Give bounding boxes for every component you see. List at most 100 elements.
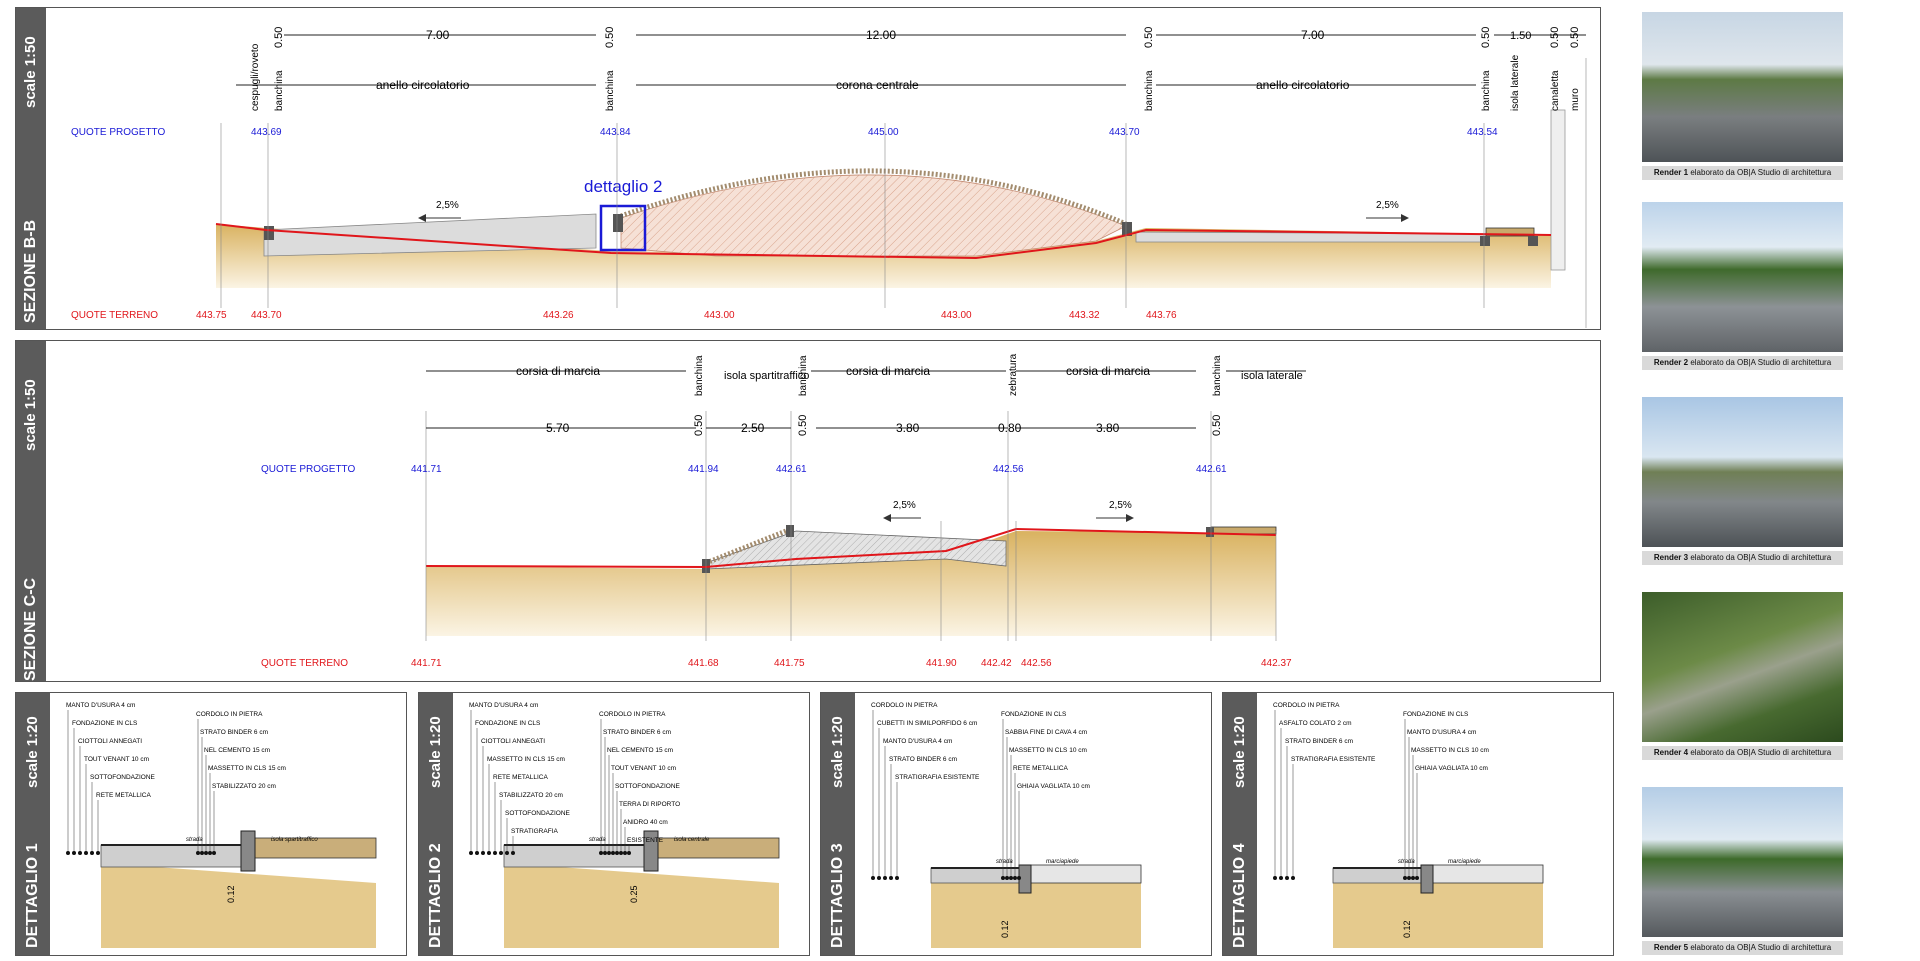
- detail-4-sidebar: [1223, 693, 1257, 955]
- detail-2-kerb: [643, 830, 659, 872]
- detail-1-kerb: [240, 830, 256, 872]
- detail-1-leader-dot-8: [90, 851, 94, 855]
- bb-dim-7: 1.50: [1510, 30, 1531, 42]
- cc-dim-7: 0.50: [1211, 415, 1223, 436]
- detail-1-label-1: CORDOLO IN PIETRA: [196, 711, 263, 718]
- cc-slope-arrow-right-head: [1126, 514, 1134, 522]
- render-5-image: [1642, 787, 1843, 937]
- bb-qp-1: 443.84: [600, 127, 631, 138]
- detail-1-label-2: FONDAZIONE IN CLS: [72, 720, 138, 727]
- detail-4-label-2: ASFALTO COLATO 2 cm: [1279, 720, 1351, 727]
- detail-2-dim: 0.25: [629, 885, 639, 903]
- section-cc-panel: scale 1:50 SEZIONE C-C 2,5% 2,5%: [15, 340, 1601, 682]
- cc-dim-3: 0.50: [797, 415, 809, 436]
- detail-2-leader-dot-9: [615, 851, 619, 855]
- detail-2-label-6: MASSETTO IN CLS 15 cm: [487, 756, 565, 763]
- detail-4-tag-1: marciapiede: [1448, 859, 1481, 865]
- bb-slope-arrow-left-head: [418, 214, 426, 222]
- render-1: Render 1 elaborato da OB|A Studio di arc…: [1642, 12, 1843, 180]
- bb-zone-4: corona centrale: [836, 78, 919, 92]
- detail-3-label-0: CORDOLO IN PIETRA: [871, 702, 938, 709]
- bb-dim-4: 0.50: [1143, 27, 1155, 48]
- cc-kerb-3: [1206, 527, 1214, 537]
- bb-central-crown: [620, 174, 1127, 257]
- detail-2-leader-dot-11: [619, 851, 623, 855]
- detail-2-tag-1: isola centrale: [674, 837, 710, 843]
- render-5-caption: Render 5 elaborato da OB|A Studio di arc…: [1642, 941, 1843, 955]
- bb-qt-6: 443.76: [1146, 310, 1177, 321]
- cc-island-top: [705, 526, 792, 566]
- detail-3-leader-dot-3: [1005, 876, 1009, 880]
- detail-1-leader-dot-1: [196, 851, 200, 855]
- bb-zone-6: anello circolatorio: [1256, 78, 1350, 92]
- render-1-caption: Render 1 elaborato da OB|A Studio di arc…: [1642, 166, 1843, 180]
- detail-4-leader-dot-7: [1415, 876, 1419, 880]
- detail-4-soil: [1333, 883, 1543, 948]
- detail-4-dim: 0.12: [1402, 920, 1412, 938]
- cc-dim-5: 0.80: [998, 421, 1022, 435]
- detail-1-label-7: MASSETTO IN CLS 15 cm: [208, 765, 286, 772]
- render-4-caption: Render 4 elaborato da OB|A Studio di arc…: [1642, 746, 1843, 760]
- detail-2-leader-dot-4: [481, 851, 485, 855]
- detail-2-label-4: CIOTTOLI ANNEGATI: [481, 738, 545, 745]
- detail-1-label-6: TOUT VENANT 10 cm: [84, 756, 149, 763]
- bb-quote-progetto-label: QUOTE PROGETTO: [71, 127, 165, 138]
- cc-qp-1: 441.94: [688, 464, 719, 475]
- detail-1-label-9: STABILIZZATO 20 cm: [212, 783, 276, 790]
- bb-quote-progetto-values: 443.69 443.84 445.00 443.70 443.54: [251, 127, 1498, 138]
- render-3-caption: Render 3 elaborato da OB|A Studio di arc…: [1642, 551, 1843, 565]
- bb-right-island: [1485, 227, 1535, 237]
- detail-2-leader-dot-3: [603, 851, 607, 855]
- cc-qt-2: 441.75: [774, 658, 805, 669]
- cc-quote-terreno-values: 441.71 441.68 441.75 441.90 442.42 442.5…: [411, 658, 1292, 669]
- bb-slope-right: 2,5%: [1376, 200, 1399, 211]
- detail-1-leader-dot-6: [84, 851, 88, 855]
- cc-zone-7: banchina: [1212, 355, 1223, 396]
- detail-1-leader-dot-5: [204, 851, 208, 855]
- detail-2-label-15: ESISTENTE: [627, 837, 664, 844]
- render-5: Render 5 elaborato da OB|A Studio di arc…: [1642, 787, 1843, 955]
- detail-2-leader-dot-1: [599, 851, 603, 855]
- detail-2-leader-dot-10: [499, 851, 503, 855]
- detail-3-leader-dot-9: [1017, 876, 1021, 880]
- section-cc-drawing: 2,5% 2,5% corsia di marcia banchina isol…: [261, 353, 1306, 669]
- render-2: Render 2 elaborato da OB|A Studio di arc…: [1642, 202, 1843, 370]
- detail-4-label-4: STRATO BINDER 6 cm: [1285, 738, 1353, 745]
- detail-3-road-layers: [930, 867, 1022, 884]
- detail-2-label-10: STABILIZZATO 20 cm: [499, 792, 563, 799]
- render-1-image: [1642, 12, 1843, 162]
- bb-kerb-2: [613, 214, 623, 232]
- detail-3-tag-0: strada: [996, 859, 1013, 865]
- detail-3-leader-dot-6: [889, 876, 893, 880]
- detail-3-tag-1: marciapiede: [1046, 859, 1079, 865]
- detail-1-leader-dot-4: [78, 851, 82, 855]
- detail-3-sidebar: [821, 693, 855, 955]
- detail-3-leader-dot-7: [1013, 876, 1017, 880]
- detail-3-leader-dot-5: [1009, 876, 1013, 880]
- section-cc-sidebar: [16, 341, 46, 681]
- bb-dim-lines: [236, 34, 1586, 86]
- cc-zone-2a: isola spartitraffico: [724, 370, 809, 382]
- detail-4-label-7: GHIAIA VAGLIATA 10 cm: [1415, 765, 1488, 772]
- detail-1-tag-1: isola spartitraffico: [271, 837, 318, 843]
- bb-qt-5: 443.32: [1069, 310, 1100, 321]
- render-3: Render 3 elaborato da OB|A Studio di arc…: [1642, 397, 1843, 565]
- detail-3-label-8: STRATIGRAFIA ESISTENTE: [895, 774, 980, 781]
- detail-4-leader-dot-6: [1291, 876, 1295, 880]
- detail-1-leader-dot-7: [208, 851, 212, 855]
- detail-3-label-5: MASSETTO IN CLS 10 cm: [1009, 747, 1087, 754]
- bb-qp-3: 443.70: [1109, 127, 1140, 138]
- bb-zone-0: cespugli/roveto: [250, 43, 261, 111]
- cc-qp-3: 442.56: [993, 464, 1024, 475]
- cc-zone-4: corsia di marcia: [846, 364, 930, 378]
- detail-4-label-0: CORDOLO IN PIETRA: [1273, 702, 1340, 709]
- detail-4-leader-dot-4: [1285, 876, 1289, 880]
- detail-1-label-4: CIOTTOLI ANNEGATI: [78, 738, 142, 745]
- detail-2-label-5: NEL CEMENTO 15 cm: [607, 747, 673, 754]
- detail-2-road-layers: [503, 844, 655, 868]
- detail-3-label-3: SABBIA FINE DI CAVA 4 cm: [1005, 729, 1087, 736]
